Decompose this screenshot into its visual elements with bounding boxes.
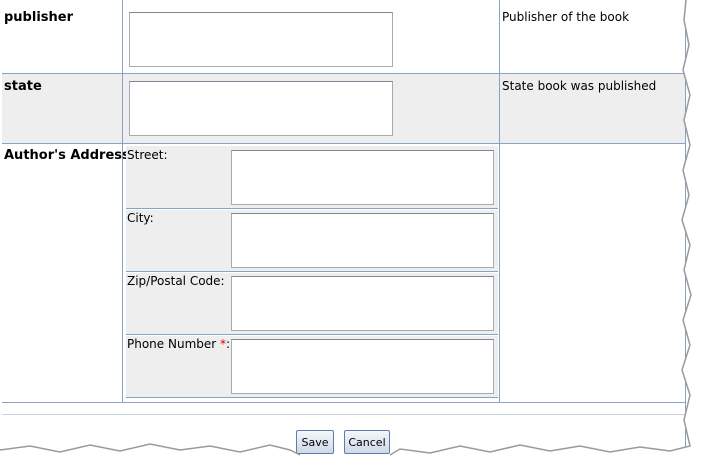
zip-input[interactable] [231,276,494,331]
state-description: State book was published [502,79,657,93]
subfield-divider [126,271,498,272]
row-divider [2,402,685,403]
row-divider [2,143,685,144]
form-table: publisher Publisher of the book state St… [2,0,686,454]
subfield-divider [126,208,498,209]
publisher-label: publisher [4,10,73,25]
city-input[interactable] [231,213,494,268]
subfield-divider [126,334,498,335]
publisher-input[interactable] [129,12,393,67]
column-divider [122,0,123,403]
street-input[interactable] [231,150,494,205]
state-label: state [4,79,42,94]
state-input[interactable] [129,81,393,136]
phone-input[interactable] [231,339,494,394]
row-divider [2,73,685,74]
phone-label-text: Phone Number [127,337,217,351]
address-label: Author's Address [4,148,130,163]
column-divider [499,0,500,403]
street-label: Street: [127,148,168,162]
phone-label: Phone Number *: [127,337,230,351]
publisher-description: Publisher of the book [502,10,630,24]
subfield-divider [126,397,498,398]
zip-label: Zip/Postal Code: [127,274,225,288]
city-label: City: [127,211,154,225]
save-button[interactable]: Save [296,430,334,454]
cancel-button[interactable]: Cancel [344,430,390,454]
footer-divider [2,414,685,415]
phone-label-colon: : [226,337,231,351]
